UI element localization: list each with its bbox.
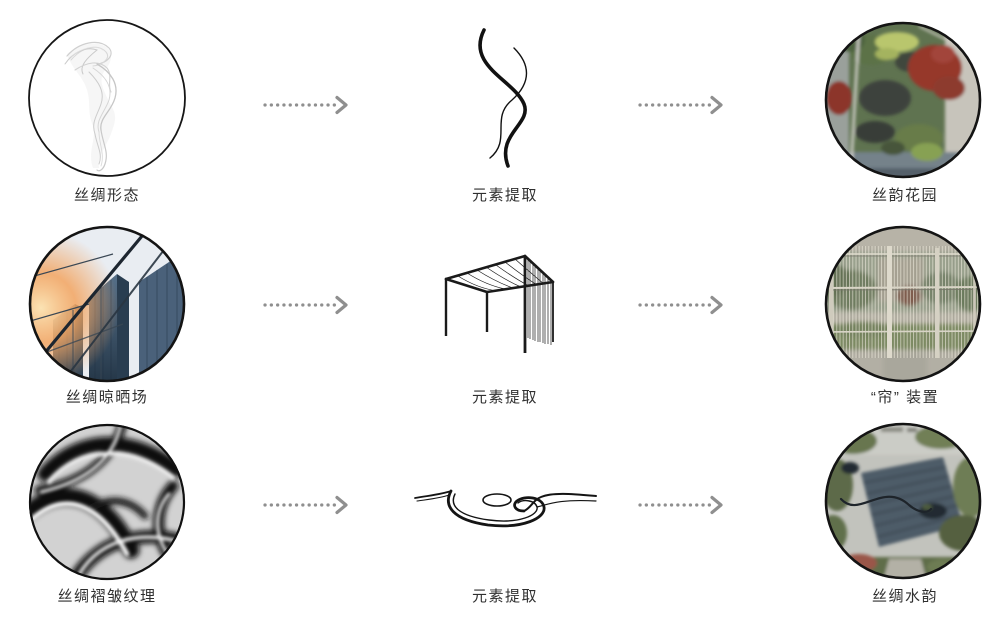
- silk-drying-yard-image: [27, 224, 187, 384]
- silk-sketch-icon: [28, 19, 186, 177]
- pergola-frame-icon: [444, 254, 555, 353]
- row3-result-label: 丝绸水韵: [871, 588, 939, 605]
- silk-wrinkle-texture-image: [27, 422, 187, 582]
- dotted-arrow-icon: [638, 295, 723, 315]
- dotted-arrow-icon: [263, 295, 348, 315]
- silk-curve-sketch: [450, 22, 560, 172]
- row1-extract-label: 元素提取: [471, 187, 539, 204]
- dotted-arrow-icon: [638, 95, 723, 115]
- row3-source-label: 丝绸褶皱纹理: [57, 588, 157, 605]
- silk-garden-image: [823, 20, 983, 180]
- satin-texture-photo: [28, 423, 186, 581]
- curtain-photo: [824, 225, 982, 383]
- row2-result-label: “帘” 装置: [870, 389, 940, 406]
- water-aerial-photo: [824, 422, 982, 580]
- row2-source-label: 丝绸晾晒场: [65, 389, 149, 406]
- silk-water-image: [823, 421, 983, 581]
- buildings-photo: [28, 225, 186, 383]
- row1-result-label: 丝韵花园: [871, 187, 939, 204]
- row2-extract-label: 元素提取: [471, 389, 539, 406]
- row3-extract-label: 元素提取: [471, 588, 539, 605]
- garden-aerial-photo: [824, 21, 982, 179]
- dotted-arrow-icon: [638, 495, 723, 515]
- silk-form-image: [27, 18, 187, 178]
- stream-lines-icon: [414, 489, 597, 528]
- silk-curve-icon: [478, 28, 528, 168]
- row1-source-label: 丝绸形态: [73, 187, 141, 204]
- dotted-arrow-icon: [263, 95, 348, 115]
- pergola-sketch: [425, 250, 585, 370]
- stream-sketch: [413, 462, 598, 547]
- curtain-installation-image: [823, 224, 983, 384]
- dotted-arrow-icon: [263, 495, 348, 515]
